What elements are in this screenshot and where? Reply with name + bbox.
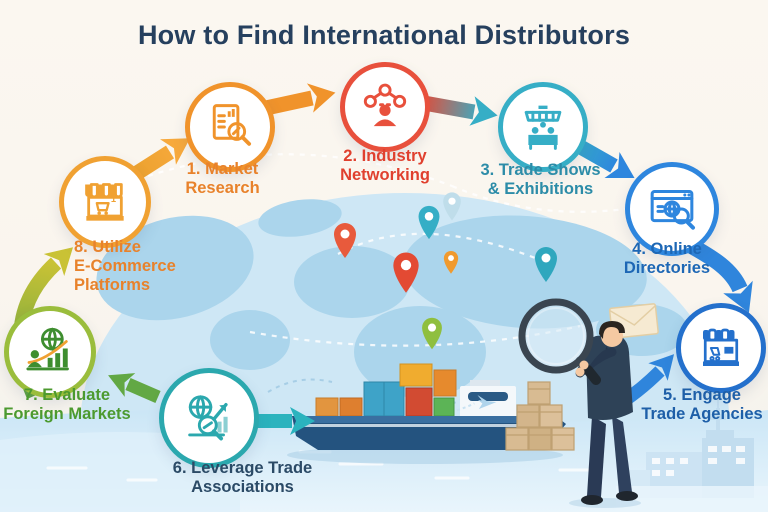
step-4-circle [625, 162, 719, 256]
step-8-circle: 1 [59, 156, 151, 248]
step-2-line-1: 2. Industry [343, 147, 427, 165]
step-1-circle [185, 82, 275, 172]
step-1-line-1: 1. Market [186, 160, 259, 178]
step-5-line-2: Trade Agencies [641, 405, 763, 423]
map-pin [422, 317, 442, 350]
arrow-step2-to-step3 [422, 95, 498, 126]
map-pin [443, 192, 461, 221]
step-7-line-2: Foreign Markets [3, 405, 131, 423]
browser-globe-search-icon [650, 189, 695, 230]
ship-shadow [287, 446, 563, 464]
step-2-label: 2. Industry Networking [315, 147, 455, 185]
businessman [518, 298, 641, 508]
step-6-circle [159, 368, 259, 468]
map-pin [535, 247, 557, 282]
step-7-circle [4, 306, 96, 398]
page-title: How to Find International Distributors [137, 20, 631, 50]
ecommerce-store-icon: 1 [85, 183, 124, 221]
svg-text:1: 1 [111, 194, 116, 204]
cargo-ship [287, 363, 566, 464]
map-pin [443, 250, 459, 274]
globe-growth-search-icon [188, 395, 228, 441]
step-3-circle [498, 82, 588, 172]
people-network-icon [363, 83, 407, 127]
step-4-line-1: 4. Online [632, 240, 702, 258]
airplane-icon [456, 395, 497, 412]
step-5-label: 5. Engage Trade Agencies [632, 386, 768, 424]
step-7-line-1: 7. Evaluate [23, 386, 111, 404]
step-4-line-2: Directories [623, 259, 711, 277]
step-1-line-2: Research [185, 179, 260, 197]
step-4-label: 4. Online Directories [597, 240, 737, 278]
step-8-label: 8. Utilize E-Commerce Platforms [74, 238, 224, 295]
step-7-label: 7. Evaluate Foreign Markets [0, 386, 142, 424]
step-2-line-2: Networking [340, 166, 430, 184]
cardboard-boxes [505, 381, 575, 451]
ship-hull [292, 416, 566, 450]
exhibition-booth-icon [524, 105, 562, 150]
globe-bar-chart-icon [26, 327, 69, 371]
step-8-line-3: Platforms [74, 276, 151, 294]
arrow-step6-to-step7 [108, 373, 161, 403]
step-8-line-2: E-Commerce [74, 257, 176, 275]
storefront-icon [703, 328, 739, 366]
map-pin [393, 252, 419, 293]
step-5-circle [676, 303, 766, 393]
city-skyline [616, 394, 768, 512]
step-6-line-1: 6. Leverage Trade [172, 459, 313, 477]
shipping-containers [315, 363, 457, 417]
step-5-line-1: 5. Engage [663, 386, 741, 404]
map-pin [334, 223, 356, 258]
step-8-line-1: 8. Utilize [74, 238, 141, 256]
step-3-line-2: & Exhibitions [487, 180, 594, 198]
step-1-label: 1. Market Research [155, 160, 290, 198]
step-2-circle [340, 62, 430, 152]
businessman-hair [599, 321, 625, 339]
location-pins [334, 192, 557, 350]
businessman-head [601, 325, 623, 347]
arrow-step1-to-step2 [264, 83, 336, 116]
step-3-line-1: 3. Trade Shows [480, 161, 601, 179]
step-6-label: 6. Leverage Trade Associations [130, 459, 355, 497]
step-3-label: 3. Trade Shows & Exhibitions [458, 161, 623, 199]
document-search-icon [212, 104, 252, 146]
map-pin [418, 205, 440, 240]
step-6-line-2: Associations [191, 478, 294, 496]
